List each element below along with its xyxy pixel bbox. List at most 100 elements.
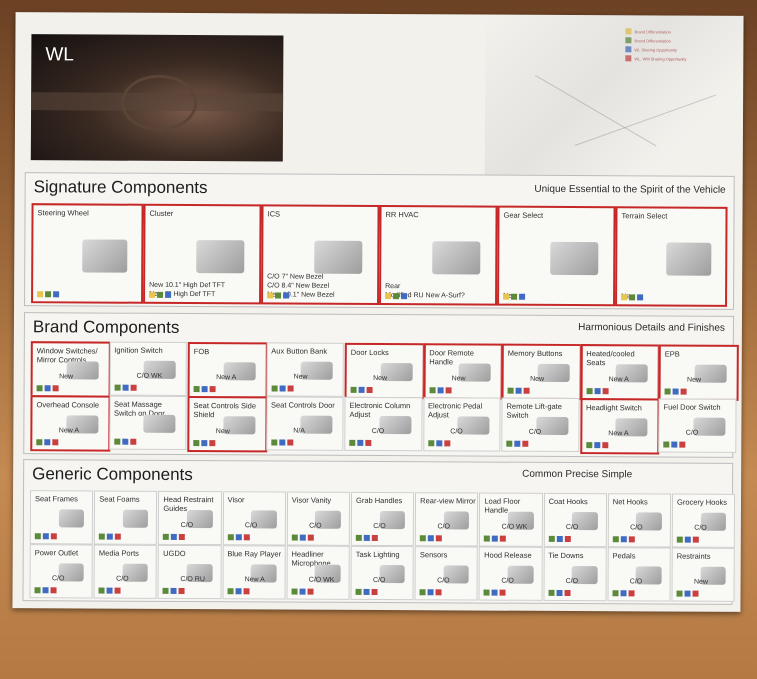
component-status: New [687,376,702,384]
color-code-dots [355,534,378,542]
color-code-dot [50,533,57,540]
signature-tag: Unique Essential to the Spirit of the Ve… [534,183,726,196]
color-code-dots [483,589,506,596]
color-code-dot [437,387,444,394]
color-code-dot [363,534,370,541]
color-code-dot [299,588,306,595]
component-status: C/O [685,429,699,437]
color-code-dots [484,535,507,542]
component-status: C/O [116,575,129,583]
component-title: Cluster [149,208,174,218]
color-code-dots [36,385,59,392]
color-code-dot [129,438,136,445]
color-code-dots [34,533,57,540]
component-title: Headlight Switch [585,403,642,413]
component-note: Rear [385,283,401,291]
component-title: Seat Foams [99,494,140,504]
color-code-dot [427,440,434,447]
component-status: C/O [437,577,450,585]
color-code-dots [149,291,172,298]
color-code-dot [53,291,60,298]
color-code-dot [193,386,200,393]
component-title: Grab Handles [355,495,403,506]
color-code-dot [499,589,506,596]
color-code-dot [594,388,601,395]
color-code-dot [484,535,491,542]
component-title: UGDO [163,548,186,558]
color-code-dot [287,385,294,392]
color-code-dots [507,387,530,394]
component-image [122,509,149,529]
component-status: New [59,373,74,381]
color-code-dot [601,442,608,449]
color-code-dots [98,533,122,540]
component-title: FOB [193,347,210,357]
component-title: Net Hooks [612,497,648,507]
color-code-dot [243,588,250,595]
color-code-dot [114,587,121,594]
color-code-dots [355,588,378,596]
color-code-dots [267,292,290,299]
color-code-dot [291,534,298,541]
component-status: New [530,375,545,383]
component-cell: Seat Foams [93,490,158,545]
component-status: C/O [437,523,450,531]
color-code-dot [393,293,400,300]
color-code-dot [435,589,442,596]
color-code-dots [385,293,408,300]
component-cell: Steering Wheel [31,203,144,304]
color-code-dot [291,588,298,595]
color-code-dot [522,440,529,447]
color-code-dot [628,536,635,543]
color-code-dot [42,533,49,540]
color-code-dots [586,388,609,395]
color-code-dot [307,588,314,595]
brand-title: Brand Components [32,317,180,337]
color-code-dot [163,533,170,540]
color-code-dot [275,292,282,299]
color-code-dot [227,534,234,541]
color-code-dot [235,588,242,595]
color-code-dots [506,440,529,447]
component-title: Visor Vanity [291,495,332,505]
component-status: New [373,374,388,383]
component-title: Gear Select [503,210,544,220]
component-status: New [693,578,709,586]
brand-section: Brand Components Harmonious Details and … [23,312,739,458]
color-code-dots [612,590,635,597]
hero-image: WL [30,34,284,162]
color-code-dots [162,587,185,594]
color-code-dot [179,533,186,540]
color-code-dot [44,385,51,392]
color-code-dot [114,384,121,391]
component-status: C/O [244,522,258,530]
component-status: C/O [629,578,643,586]
color-code-dot [34,587,41,594]
component-title: Door Locks [350,347,389,358]
hero-title: WL [45,44,74,66]
color-code-dots [193,386,216,393]
generic-tag: Common Precise Simple [522,468,633,481]
color-code-dot [443,440,450,447]
color-code-dot [278,439,285,446]
color-code-dot [507,387,514,394]
color-code-dot [243,534,250,541]
signature-title: Signature Components [33,177,208,198]
